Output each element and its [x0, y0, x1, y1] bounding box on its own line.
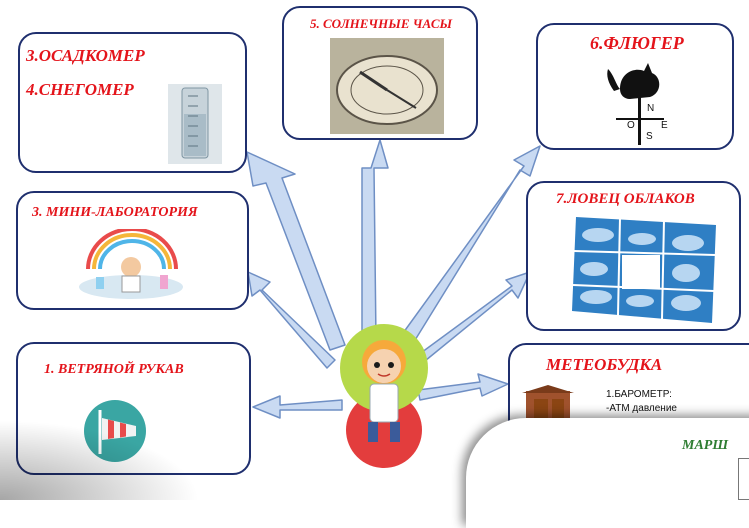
girl-scientist-icon [340, 324, 428, 468]
beaker-icon [168, 84, 222, 164]
arrow-to-meteo-booth [417, 373, 509, 401]
arrows-layer [246, 139, 541, 419]
arrow-to-rain-gauge [246, 151, 346, 351]
arrow-to-cloud-catcher [413, 271, 531, 366]
route-label: МАРШ [682, 438, 729, 453]
arrow-to-vane [397, 145, 541, 346]
windsock-icon [84, 400, 146, 462]
vane-letter-n: N [647, 103, 655, 114]
sundial-card: 5. СОЛНЕЧНЫЕ ЧАСЫ [282, 6, 478, 140]
vane-title: 6.ФЛЮГЕР [590, 33, 684, 53]
sundial-icon [330, 38, 444, 134]
rain-gauge-title: 3.ОСАДКОМЕР [26, 46, 145, 65]
snow-gauge-title: 4.СНЕГОМЕР [26, 80, 134, 99]
vane-letter-o: O [627, 120, 635, 131]
rooster-weathervane-icon [607, 63, 664, 145]
windsock-card: 1. ВЕТРЯНОЙ РУКАВ [16, 342, 251, 475]
vane-letter-e: E [661, 120, 668, 131]
cloud-grid-icon [572, 217, 716, 323]
arrow-to-sundial [361, 139, 389, 341]
rain-snow-gauge-card: 3.ОСАДКОМЕР 4.СНЕГОМЕР [18, 32, 247, 173]
weather-vane-card: 6.ФЛЮГЕР N O E S [536, 23, 734, 150]
route-slide-overlay: МАРШ [466, 418, 749, 528]
meteo-booth-title: МЕТЕОБУДКА [546, 355, 663, 374]
cloud-catcher-card: 7.ЛОВЕЦ ОБЛАКОВ [526, 181, 741, 331]
mini-lab-card: 3. МИНИ-ЛАБОРАТОРИЯ [16, 191, 249, 310]
scientist-icon [79, 229, 183, 299]
meteo-booth-line2: -АТМ давление [606, 403, 677, 414]
cloud-catcher-title: 7.ЛОВЕЦ ОБЛАКОВ [556, 191, 695, 207]
windsock-title: 1. ВЕТРЯНОЙ РУКАВ [44, 362, 184, 377]
mini-lab-title: 3. МИНИ-ЛАБОРАТОРИЯ [32, 205, 198, 220]
route-frame [738, 458, 749, 500]
arrow-to-windsock [252, 395, 343, 419]
meteo-booth-line1: 1.БАРОМЕТР: [606, 389, 672, 400]
corner-shadow [0, 420, 200, 500]
vane-letter-s: S [646, 131, 653, 142]
arrow-to-mini-lab [247, 271, 336, 369]
sundial-title: 5. СОЛНЕЧНЫЕ ЧАСЫ [310, 16, 453, 31]
